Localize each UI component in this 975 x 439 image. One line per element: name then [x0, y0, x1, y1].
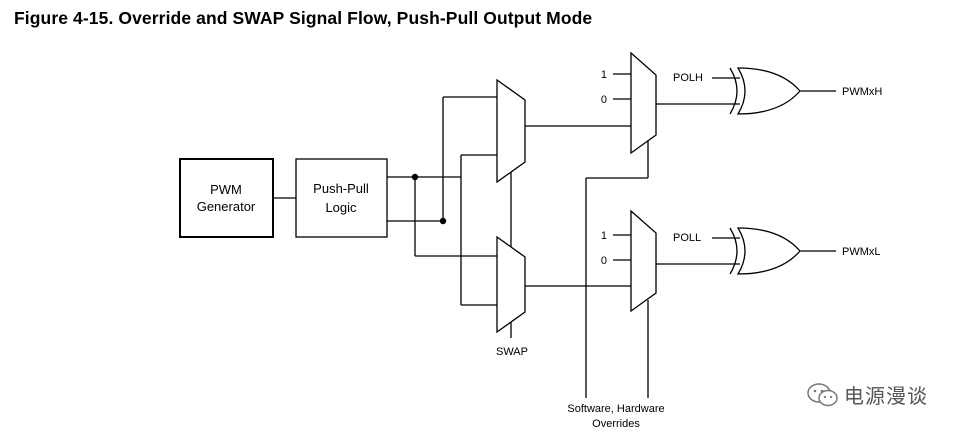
swap-label: SWAP	[496, 346, 528, 358]
upper-mux-one-label: 1	[601, 69, 607, 81]
overrides-label-line1: Software, Hardware	[567, 403, 664, 415]
lower-mux-one-label: 1	[601, 230, 607, 242]
swap-mux-upper	[496, 78, 526, 184]
poll-label: POLL	[673, 232, 701, 244]
pwmxl-label: PWMxL	[842, 246, 881, 258]
pwm-generator-label-line2: Generator	[197, 199, 256, 214]
watermark: 电源漫谈	[806, 380, 928, 409]
override-mux-upper	[630, 51, 657, 155]
overrides-label-line2: Overrides	[592, 418, 640, 430]
junction-dot	[439, 217, 447, 225]
junction-dot	[411, 173, 419, 181]
pwmxh-label: PWMxH	[842, 86, 882, 98]
swap-mux-lower	[496, 235, 526, 334]
override-mux-lower	[630, 209, 657, 313]
push-pull-logic-block: Push-Pull Logic	[295, 158, 388, 238]
swap-routing-wires	[387, 96, 497, 306]
xor-gate-lower	[729, 227, 801, 275]
watermark-text: 电源漫谈	[844, 384, 928, 408]
override-select-wires	[585, 140, 649, 398]
xor-gate-upper	[729, 67, 801, 115]
pwm-generator-label-line1: PWM	[210, 182, 242, 197]
push-pull-label-line2: Logic	[325, 200, 357, 215]
lower-mux-zero-label: 0	[601, 255, 607, 267]
push-pull-label-line1: Push-Pull	[313, 181, 369, 196]
pwm-generator-block: PWM Generator	[179, 158, 274, 238]
upper-mux-zero-label: 0	[601, 94, 607, 106]
polh-label: POLH	[673, 72, 703, 84]
figure-title: Figure 4-15. Override and SWAP Signal Fl…	[14, 8, 593, 28]
wechat-icon	[807, 382, 838, 406]
